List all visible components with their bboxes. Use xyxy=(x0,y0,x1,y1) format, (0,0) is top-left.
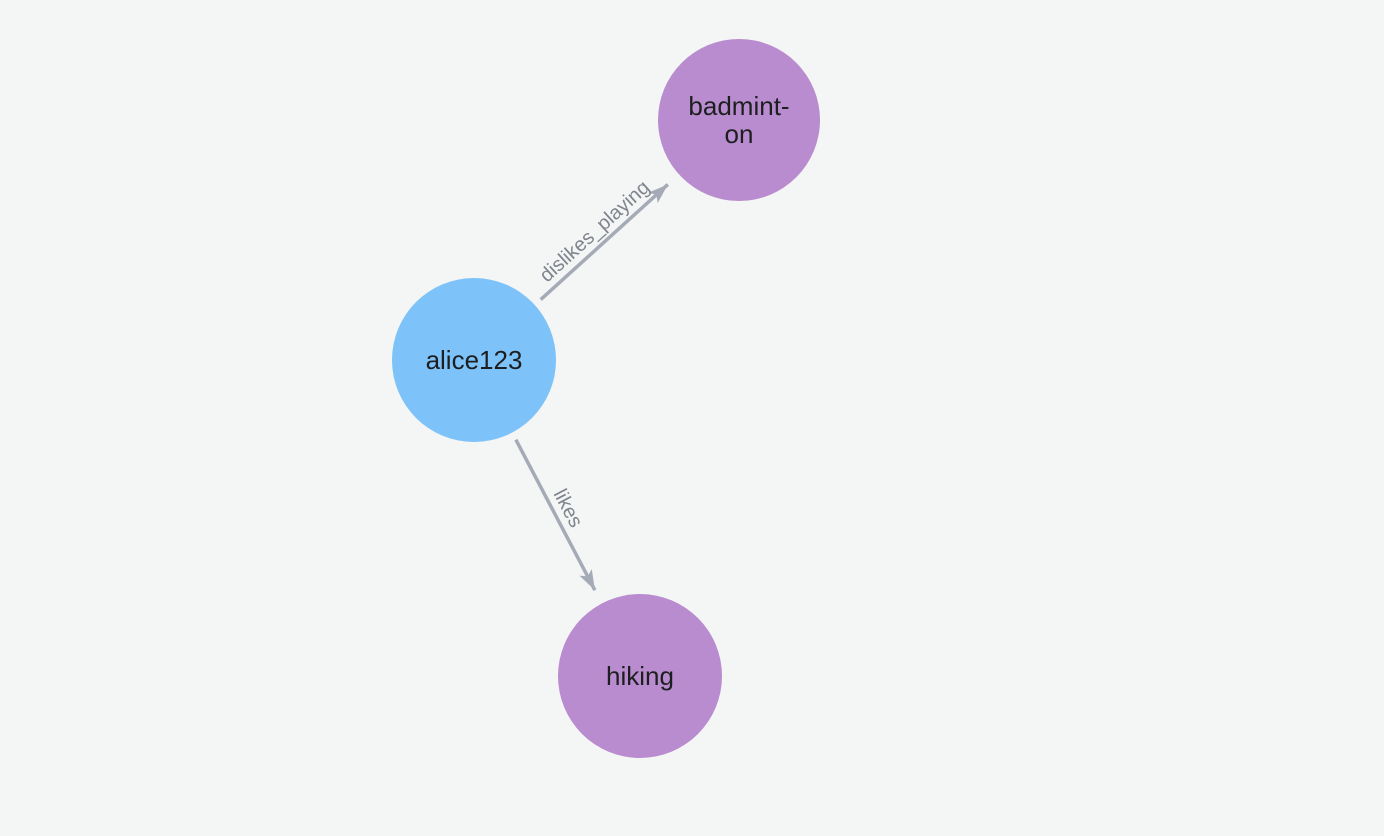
graph-node-alice123[interactable]: alice123 xyxy=(392,278,556,442)
edge-label: dislikes_playing xyxy=(536,176,655,286)
graph-node-badminton[interactable]: badmint-on xyxy=(658,39,820,201)
node-caption: badmint-on xyxy=(688,91,789,149)
edge-line[interactable] xyxy=(514,438,597,591)
graph-edge-likes[interactable]: likes xyxy=(514,438,597,591)
nodes-layer: alice123 badmint-on hiking xyxy=(392,39,820,758)
node-circle[interactable] xyxy=(658,39,820,201)
edge-label: likes xyxy=(549,486,587,532)
node-circle[interactable] xyxy=(558,594,722,758)
node-caption: hiking xyxy=(606,661,674,691)
edge-line[interactable] xyxy=(539,183,670,301)
graph-edge-dislikes_playing[interactable]: dislikes_playing xyxy=(536,176,670,301)
node-caption: alice123 xyxy=(426,345,523,375)
graph-node-hiking[interactable]: hiking xyxy=(558,594,722,758)
node-circle[interactable] xyxy=(392,278,556,442)
